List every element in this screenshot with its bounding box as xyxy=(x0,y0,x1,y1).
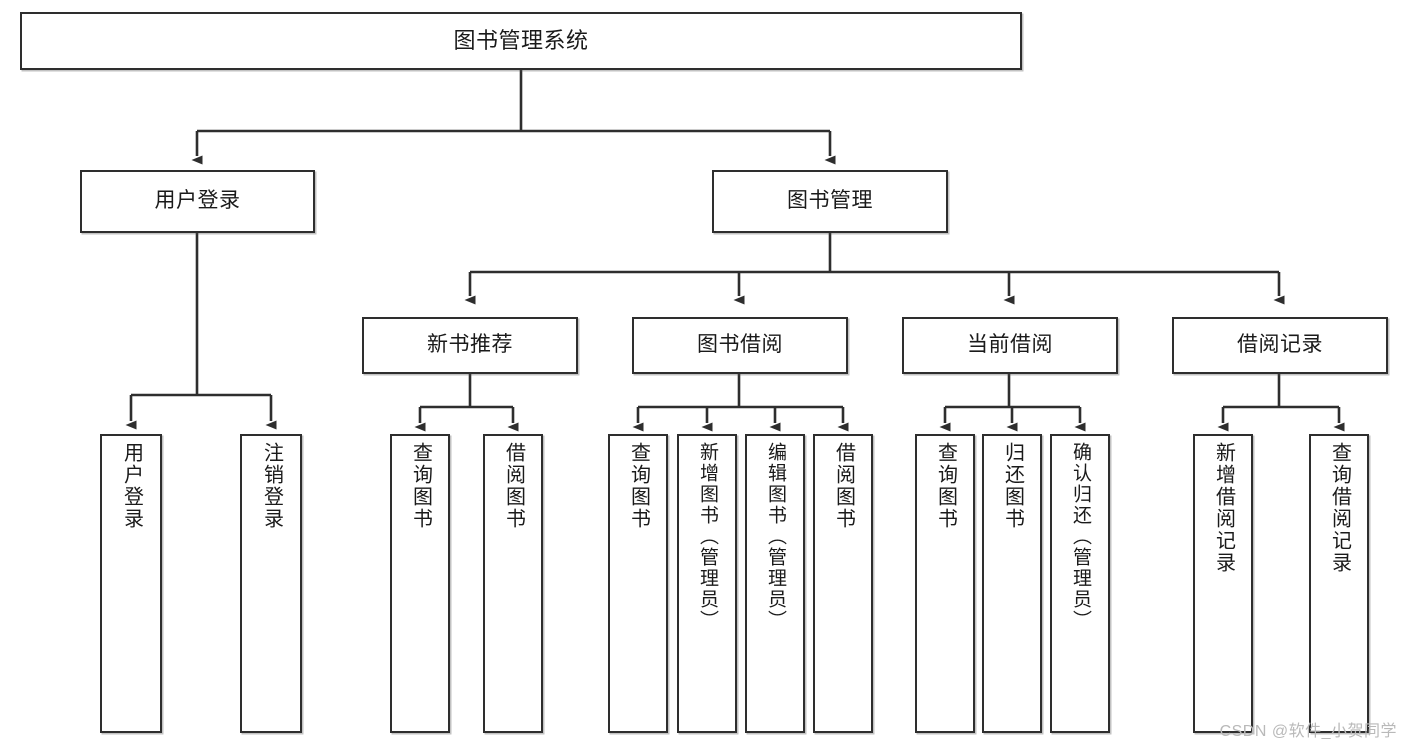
leaf-borrow-borrow-book[interactable]: 借阅图书 xyxy=(813,434,873,733)
leaf-borrow-query-book[interactable]: 查询图书 xyxy=(608,434,668,733)
node-label: 用户登录 xyxy=(154,189,241,213)
node-label: 当前借阅 xyxy=(967,333,1053,357)
leaf-borrow-edit-book-admin[interactable]: 编辑图书（管理员） xyxy=(745,434,805,733)
node-label: 查询图书 xyxy=(934,442,957,530)
node-label: 编辑图书（管理员） xyxy=(764,442,786,631)
node-label: 注销登录 xyxy=(260,442,283,530)
leaf-records-add-record[interactable]: 新增借阅记录 xyxy=(1193,434,1253,733)
node-label: 图书管理系统 xyxy=(453,28,589,54)
node-label: 查询图书 xyxy=(409,442,432,530)
leaf-current-confirm-return-admin[interactable]: 确认归还（管理员） xyxy=(1050,434,1110,733)
node-label: 新增图书（管理员） xyxy=(696,442,718,631)
node-new-book-recommend[interactable]: 新书推荐 xyxy=(362,317,578,374)
node-label: 查询图书 xyxy=(627,442,650,530)
leaf-user-login-logout[interactable]: 注销登录 xyxy=(240,434,302,733)
leaf-borrow-add-book-admin[interactable]: 新增图书（管理员） xyxy=(677,434,737,733)
node-book-borrow[interactable]: 图书借阅 xyxy=(632,317,848,374)
node-label: 新增借阅记录 xyxy=(1212,442,1235,574)
node-label: 归还图书 xyxy=(1001,442,1024,530)
node-label: 借阅图书 xyxy=(832,442,855,530)
node-label: 借阅图书 xyxy=(502,442,525,530)
leaf-user-login-login[interactable]: 用户登录 xyxy=(100,434,162,733)
node-label: 图书借阅 xyxy=(697,333,783,357)
csdn-watermark: CSDN @软件_小贺同学 xyxy=(1219,723,1397,740)
leaf-records-query-record[interactable]: 查询借阅记录 xyxy=(1309,434,1369,733)
node-label: 新书推荐 xyxy=(427,333,513,357)
node-label: 借阅记录 xyxy=(1237,333,1323,357)
leaf-current-query-book[interactable]: 查询图书 xyxy=(915,434,975,733)
leaf-new-book-borrow[interactable]: 借阅图书 xyxy=(483,434,543,733)
node-label: 用户登录 xyxy=(120,442,143,530)
node-user-login[interactable]: 用户登录 xyxy=(80,170,315,233)
node-borrow-records[interactable]: 借阅记录 xyxy=(1172,317,1388,374)
node-label: 确认归还（管理员） xyxy=(1069,442,1091,631)
leaf-new-book-query[interactable]: 查询图书 xyxy=(390,434,450,733)
leaf-current-return-book[interactable]: 归还图书 xyxy=(982,434,1042,733)
node-label: 查询借阅记录 xyxy=(1328,442,1351,574)
node-current-borrow[interactable]: 当前借阅 xyxy=(902,317,1118,374)
node-book-management[interactable]: 图书管理 xyxy=(712,170,948,233)
node-root-system[interactable]: 图书管理系统 xyxy=(20,12,1022,70)
node-label: 图书管理 xyxy=(787,189,873,213)
